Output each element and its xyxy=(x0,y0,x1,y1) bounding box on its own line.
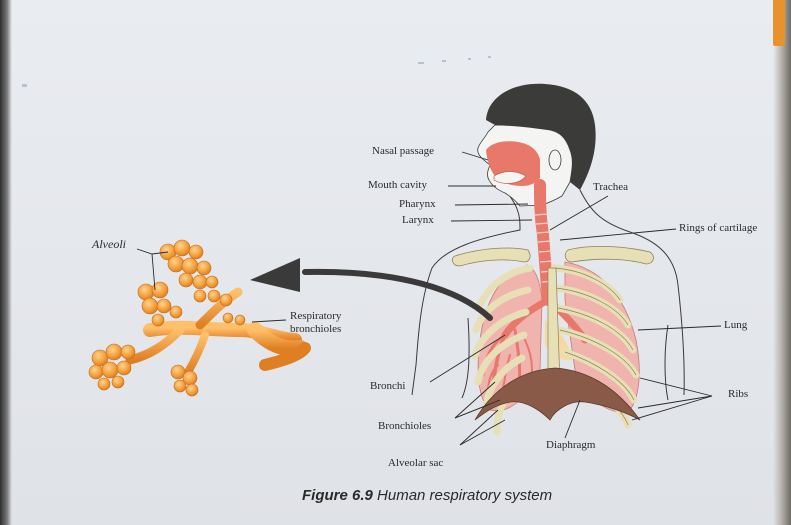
label-larynx: Larynx xyxy=(402,215,434,226)
label-trachea: Trachea xyxy=(593,182,628,193)
page-smudges xyxy=(22,56,491,87)
collarbones xyxy=(452,246,653,266)
figure-number: Figure 6.9 xyxy=(302,487,373,504)
figure-caption: Figure 6.9 Human respiratory system xyxy=(302,487,552,504)
label-respiratory-line1: Respiratory xyxy=(290,311,341,322)
label-lung: Lung xyxy=(724,320,747,331)
figure-title: Human respiratory system xyxy=(377,487,552,504)
label-respiratory-line2: bronchioles xyxy=(290,324,341,335)
label-nasal-passage: Nasal passage xyxy=(372,146,434,157)
label-mouth-cavity: Mouth cavity xyxy=(368,180,427,191)
pointer-arrow xyxy=(250,258,490,318)
label-diaphragm: Diaphragm xyxy=(546,440,595,451)
label-alveoli: Alveoli xyxy=(92,238,126,250)
label-pharynx: Pharynx xyxy=(399,199,436,210)
label-alveolar-sac: Alveolar sac xyxy=(388,458,443,469)
label-bronchi: Bronchi xyxy=(370,381,405,392)
label-ribs: Ribs xyxy=(728,389,748,400)
alveoli-cluster xyxy=(89,240,305,396)
label-rings-of-cartilage: Rings of cartilage xyxy=(679,223,757,234)
label-bronchioles: Bronchioles xyxy=(378,421,431,432)
